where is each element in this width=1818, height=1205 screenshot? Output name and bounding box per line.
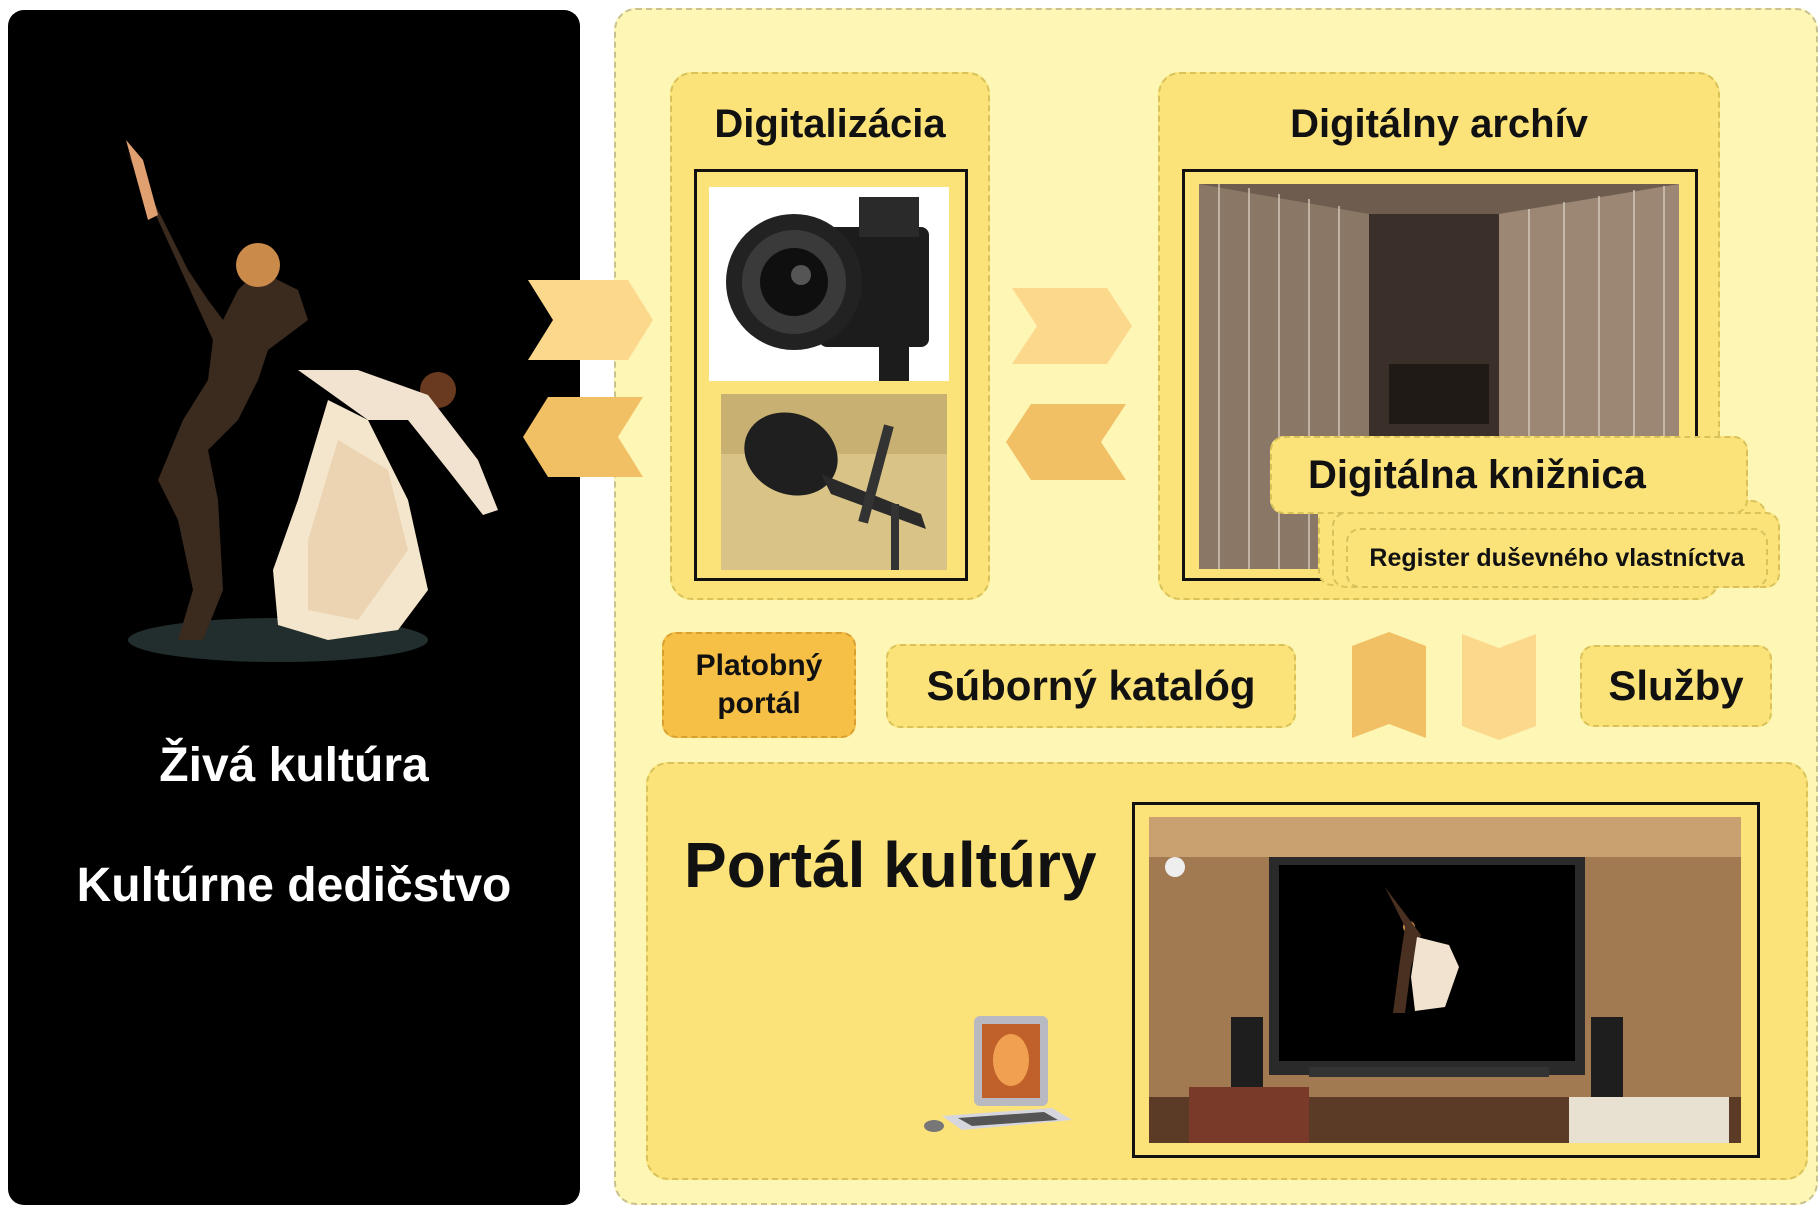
- services-label: Služby: [1608, 662, 1744, 709]
- payment-portal-line2: portál: [717, 687, 801, 720]
- union-catalog-label: Súborný katalóg: [926, 662, 1256, 709]
- arrow-down-icon: [1462, 634, 1536, 740]
- laptop-icon: [924, 1016, 1072, 1132]
- register-label: Register duševného vlastníctva: [1369, 543, 1745, 572]
- digital-archive-title: Digitálny archív: [1290, 102, 1588, 146]
- dancers-image: [126, 140, 498, 662]
- arrow-left-icon: [523, 397, 643, 477]
- arrow-right-icon: [528, 280, 653, 360]
- camera-image: [709, 187, 949, 381]
- payment-portal-box[interactable]: Platobný portál: [662, 632, 856, 738]
- digitization-frame: [694, 169, 968, 581]
- arrow-up-icon: [1352, 632, 1426, 738]
- digital-library-card[interactable]: Digitálna knižnica: [1270, 436, 1748, 514]
- portal-tv-frame: [1132, 802, 1760, 1158]
- arrow-left-icon: [1006, 404, 1126, 480]
- live-culture-caption: Živá kultúra: [159, 739, 429, 792]
- digitization-title: Digitalizácia: [714, 102, 946, 146]
- live-culture-panel: Živá kultúra Kultúrne dedičstvo: [8, 10, 580, 1205]
- arrow-right-icon: [1012, 288, 1132, 364]
- intellectual-property-register[interactable]: Register duševného vlastníctva: [1346, 528, 1768, 588]
- microphone-image: [721, 394, 947, 570]
- union-catalog-box[interactable]: Súborný katalóg: [886, 644, 1296, 728]
- digital-library-label: Digitálna knižnica: [1308, 452, 1646, 497]
- payment-portal-line1: Platobný: [695, 649, 823, 682]
- home-theater-image: [1149, 817, 1741, 1143]
- culture-portal-box: Portál kultúry: [646, 762, 1808, 1180]
- cultural-heritage-caption: Kultúrne dedičstvo: [76, 859, 512, 912]
- culture-portal-title: Portál kultúry: [684, 829, 1097, 901]
- services-box[interactable]: Služby: [1580, 645, 1772, 727]
- digitization-box: Digitalizácia: [670, 72, 990, 600]
